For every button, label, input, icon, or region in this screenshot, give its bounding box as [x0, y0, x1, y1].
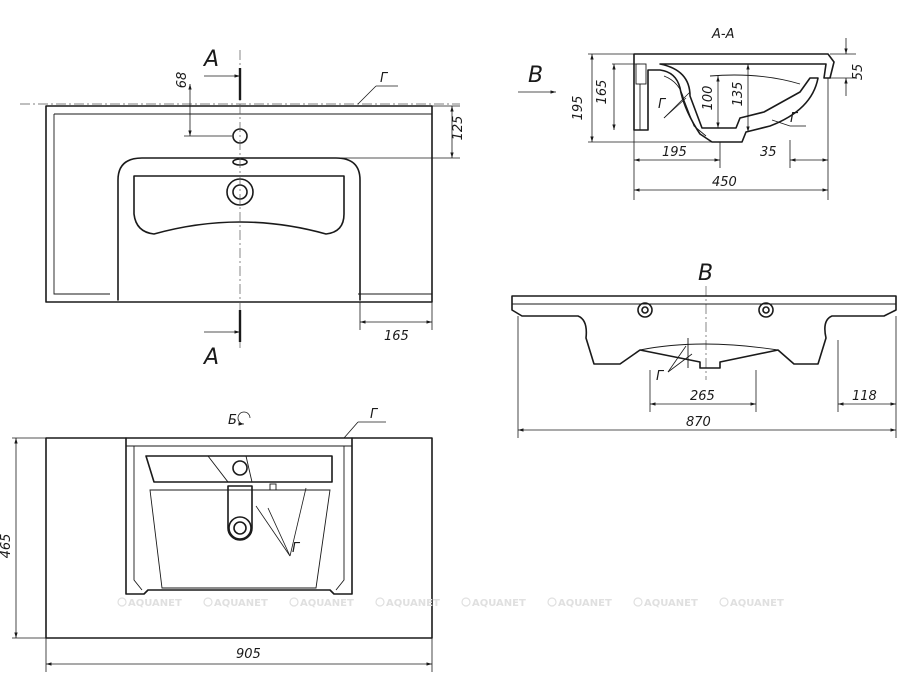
view-b: B 265 118 870 Г — [511, 261, 897, 438]
dim-265: 265 — [690, 389, 715, 404]
bottom-tap-hole — [232, 460, 248, 476]
cut-label-a-top: A — [202, 47, 219, 72]
dim-905: 905 — [236, 647, 261, 662]
bottom-view: Б Г Г 465 905 — [0, 407, 433, 672]
dim-135-vertical: 135 — [731, 82, 746, 107]
dim-870: 870 — [686, 415, 711, 430]
dim-68: 68 — [175, 72, 190, 89]
top-view: A A 68 125 165 Г — [20, 47, 466, 370]
watermark-3: AQUANET — [300, 598, 354, 609]
watermark-1: AQUANET — [128, 598, 182, 609]
view-rotate-label: Б — [228, 413, 237, 428]
watermark-row: AQUANET AQUANET AQUANET AQUANET AQUANET … — [117, 597, 784, 609]
watermark-8: AQUANET — [730, 598, 784, 609]
bottom-outline — [45, 437, 433, 639]
dim-118: 118 — [852, 389, 877, 404]
right-hole — [758, 302, 774, 318]
bottom-drain-pipe — [227, 485, 253, 541]
view-b-arrow-label: B — [528, 63, 543, 88]
bottom-pedestal-outline — [125, 437, 353, 595]
top-rim-line — [53, 113, 432, 295]
bowl-outline — [117, 157, 361, 301]
section-a-a: A-A B 195 165 100 135 55 195 — [518, 27, 866, 200]
dim-195-vertical: 195 — [571, 96, 586, 121]
callout-g-top: Г — [380, 71, 389, 86]
dim-465: 465 — [0, 534, 14, 559]
callout-g-bottom-top: Г — [370, 407, 379, 422]
bowl-basin — [133, 175, 345, 235]
left-hole — [637, 302, 653, 318]
view-b-title: B — [698, 261, 713, 286]
dim-125: 125 — [451, 116, 466, 141]
dim-165-top: 165 — [384, 329, 409, 344]
watermark-6: AQUANET — [558, 598, 612, 609]
dim-165-vertical: 165 — [595, 80, 610, 105]
dim-35-horizontal: 35 — [760, 145, 777, 160]
cut-label-a-bottom: A — [202, 345, 219, 370]
callout-g-section-right: Г — [790, 111, 799, 126]
dim-100-vertical: 100 — [701, 86, 716, 111]
watermark-4: AQUANET — [386, 598, 440, 609]
view-b-profile — [511, 295, 897, 369]
bottom-overflow-channel — [145, 455, 333, 483]
dim-450-horizontal: 450 — [712, 175, 737, 190]
watermark-7: AQUANET — [644, 598, 698, 609]
watermark-2: AQUANET — [214, 598, 268, 609]
section-title: A-A — [711, 27, 734, 42]
dim-195-horizontal: 195 — [662, 145, 687, 160]
callout-g-view-b: Г — [656, 369, 665, 384]
section-profile — [633, 53, 835, 143]
top-outline — [45, 105, 433, 303]
dim-55-vertical: 55 — [851, 64, 866, 81]
callout-g-section: Г — [658, 97, 667, 112]
watermark-5: AQUANET — [472, 598, 526, 609]
callout-g-bottom-mid: Г — [292, 541, 301, 556]
